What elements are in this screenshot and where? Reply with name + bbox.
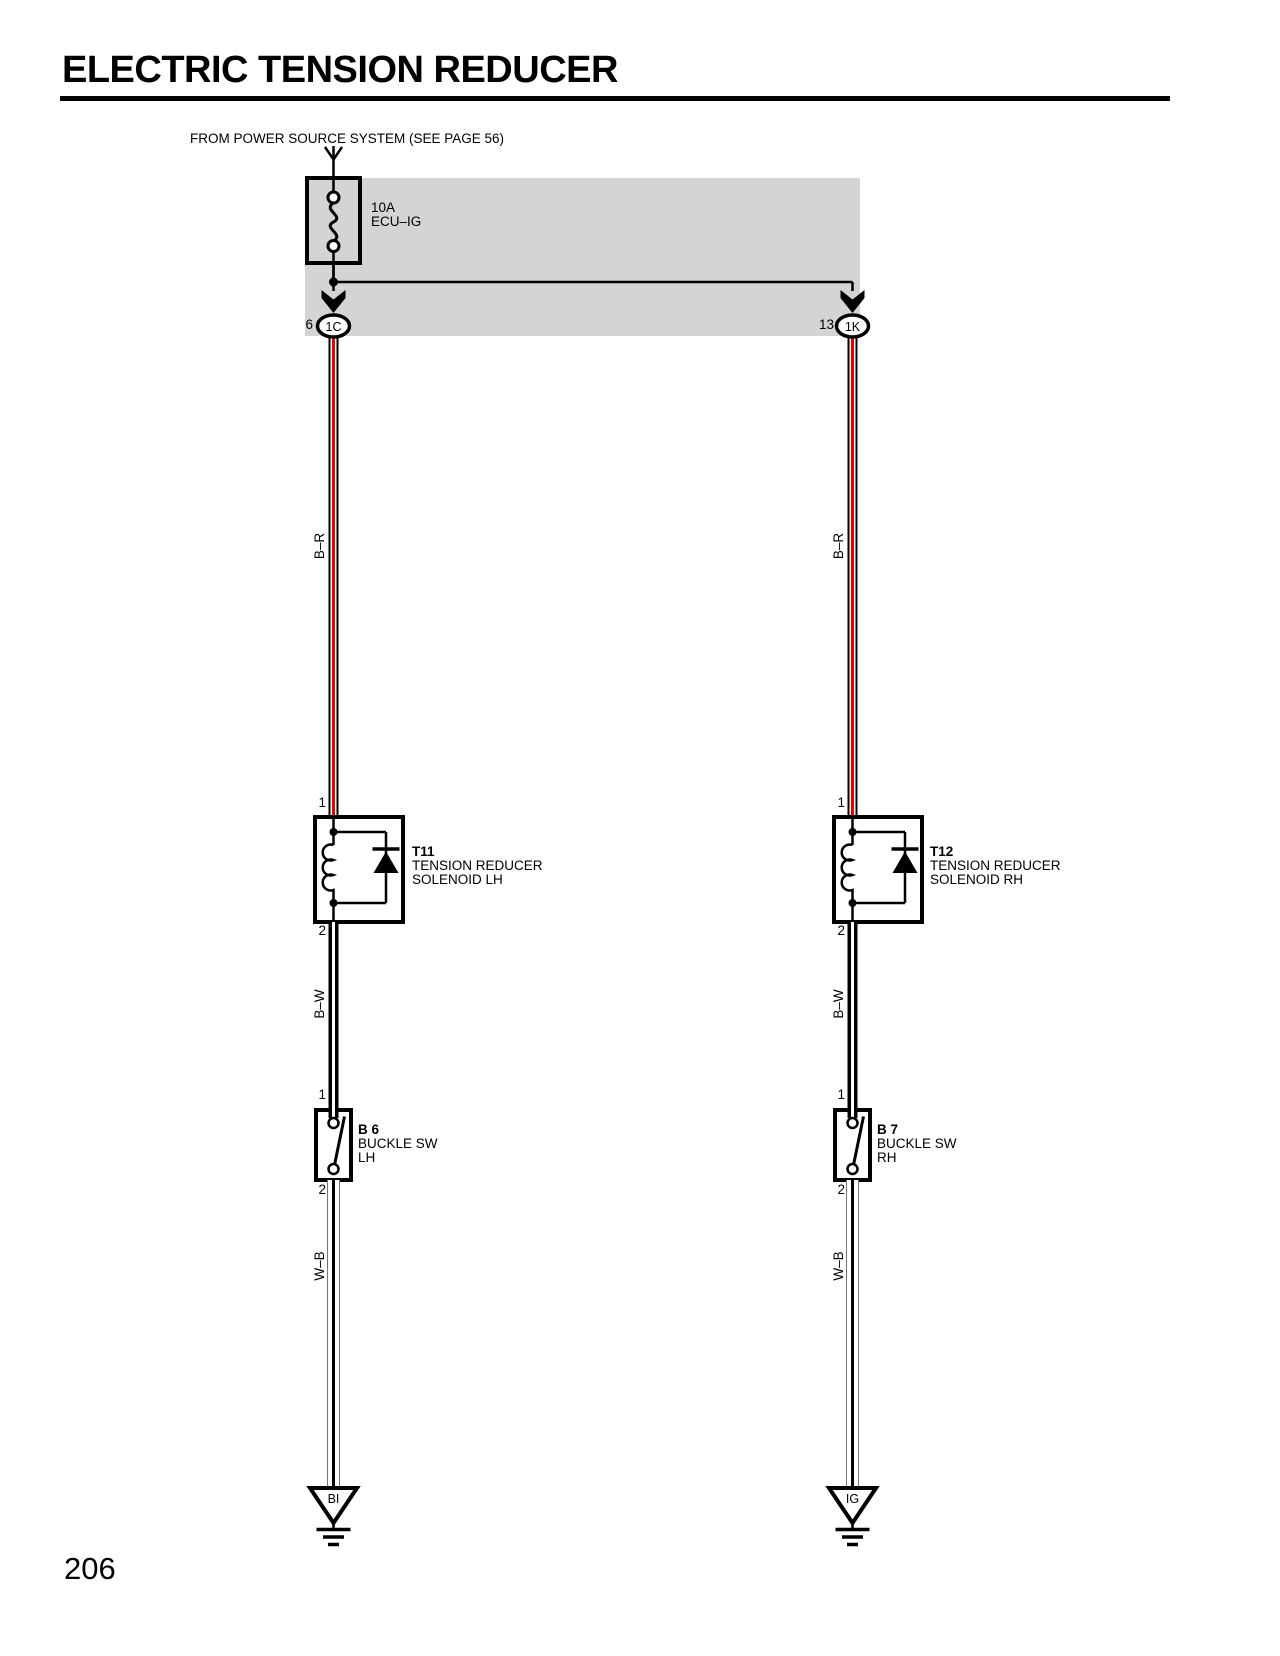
wire-b-r-right — [847, 336, 858, 817]
page-title: ELECTRIC TENSION REDUCER — [62, 49, 618, 91]
buckle-switch-b6-contacts — [327, 1116, 346, 1176]
power-source-note: FROM POWER SOURCE SYSTEM (SEE PAGE 56) — [190, 131, 505, 146]
fuse-name-label: ECU–IG — [371, 214, 422, 229]
b6-desc-line2: LH — [358, 1150, 376, 1165]
switch-blade-icon — [852, 1116, 865, 1166]
b7-desc-line2: RH — [877, 1150, 897, 1165]
connector-code-1c: 1C — [325, 319, 342, 334]
ground-symbol-bi — [306, 1486, 361, 1547]
wire-label-br-left: B–R — [312, 532, 327, 560]
page-number: 206 — [64, 1551, 116, 1586]
t12-id-label: T12 — [930, 844, 954, 859]
b7-id-label: B 7 — [877, 1122, 899, 1137]
wire-w-b-left — [327, 1180, 340, 1490]
wire-label-wb-left: W–B — [312, 1251, 327, 1281]
diode-icon — [373, 851, 399, 873]
b7-desc-line1: BUCKLE SW — [877, 1136, 957, 1151]
junction-dot — [329, 277, 338, 287]
b6-pin-2: 2 — [318, 1182, 326, 1197]
b6-id-label: B 6 — [358, 1122, 380, 1137]
fuse-element-icon — [328, 201, 339, 243]
ground-code-right: IG — [845, 1492, 860, 1506]
branch-right — [825, 313, 924, 1547]
fuse-rating-label: 10A — [371, 200, 396, 215]
wire-label-bw-left: B–W — [312, 989, 327, 1019]
coil-icon — [321, 843, 338, 903]
branch-left — [306, 313, 405, 1547]
t12-desc-line1: TENSION REDUCER — [930, 858, 1061, 873]
solenoid-box — [832, 815, 924, 924]
wire-b-w-right — [847, 922, 858, 1118]
t12-pin-1: 1 — [837, 795, 845, 810]
t12-pin-2: 2 — [837, 923, 845, 938]
title-rule — [60, 96, 1170, 101]
coil-icon — [840, 843, 857, 903]
diode-icon — [892, 851, 918, 873]
b7-pin-1: 1 — [837, 1087, 845, 1102]
power-entry-arrow-icon — [323, 146, 344, 178]
wire-w-b-right — [846, 1180, 859, 1490]
wire-label-br-right: B–R — [831, 532, 846, 560]
connector-oval-1k — [834, 313, 871, 339]
arrowhead-icon-right — [840, 290, 865, 313]
wire-label-wb-right: W–B — [831, 1251, 846, 1281]
wire-b-w-left — [328, 922, 339, 1118]
b6-desc-line1: BUCKLE SW — [358, 1136, 438, 1151]
wire-b-r-left — [328, 336, 339, 817]
t11-pin-1: 1 — [318, 795, 326, 810]
wire-label-bw-right: B–W — [831, 989, 846, 1019]
buckle-switch-b7-contacts — [846, 1116, 865, 1176]
t12-desc-line2: SOLENOID RH — [930, 872, 1024, 887]
ground-code-left: BI — [327, 1492, 340, 1506]
t11-desc-line2: SOLENOID LH — [412, 872, 503, 887]
t11-id-label: T11 — [412, 844, 435, 859]
solenoid-t11-symbol — [313, 815, 405, 924]
connector-pin-left: 6 — [305, 317, 313, 332]
b7-pin-2: 2 — [837, 1182, 845, 1197]
t11-pin-2: 2 — [318, 923, 326, 938]
connector-oval-1c — [315, 313, 352, 339]
arrowhead-icon-left — [321, 290, 346, 313]
solenoid-t12-symbol — [832, 815, 924, 924]
switch-blade-icon — [333, 1116, 346, 1166]
connector-code-1k: 1K — [844, 319, 861, 334]
power-panel-shading — [305, 178, 860, 336]
ground-symbol-ig — [825, 1486, 880, 1547]
t11-desc-line1: TENSION REDUCER — [412, 858, 543, 873]
connector-pin-right: 13 — [818, 317, 834, 332]
b6-pin-1: 1 — [318, 1087, 326, 1102]
